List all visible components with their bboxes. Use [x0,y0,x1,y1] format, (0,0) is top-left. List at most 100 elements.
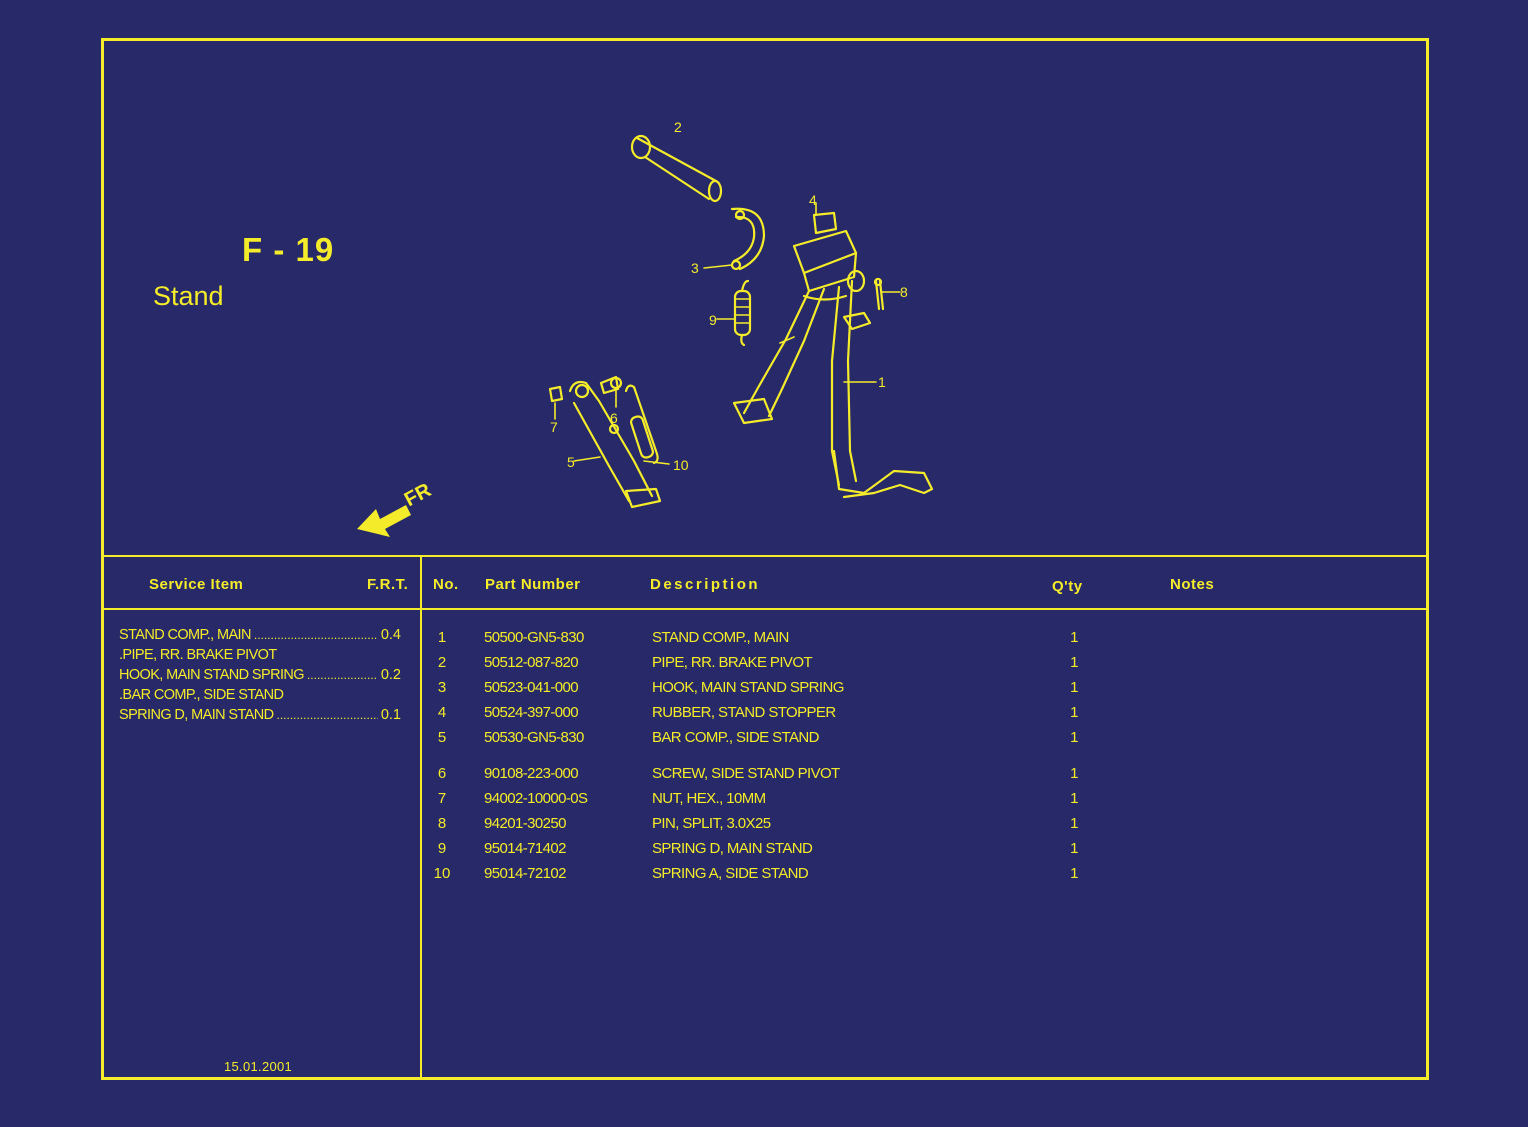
part-no: 8 [437,815,447,832]
section-title: Stand [153,281,224,311]
header-notes: Notes [1170,576,1215,593]
service-item-label: STAND COMP., MAIN [119,627,251,643]
part-no: 10 [433,865,451,882]
part-number: 50524-397-000 [484,704,579,721]
header-service-item: Service Item [149,576,244,593]
service-item-label: .BAR COMP., SIDE STAND [119,687,284,703]
rubber-stopper-part [812,202,838,235]
part-no: 7 [437,790,447,807]
part-no: 6 [437,765,447,782]
part-no: 3 [437,679,447,696]
parts-row: 10 95014-72102 SPRING A, SIDE STAND 1 [424,865,1424,887]
main-stand-part [732,229,934,499]
part-qty: 1 [1070,729,1078,746]
part-qty: 1 [1070,815,1078,832]
callout-4: 4 [809,192,817,208]
divider-vertical [420,555,422,1077]
header-frt: F.R.T. [367,576,409,593]
part-qty: 1 [1070,629,1078,646]
callout-7: 7 [550,419,558,435]
part-qty: 1 [1070,865,1078,882]
service-item-row: HOOK, MAIN STAND SPRING 0.2 [119,667,401,683]
pipe-brake-pivot-part [630,134,723,203]
front-direction-arrow [357,505,411,537]
hook-spring-part [703,207,766,271]
leader-dots [254,627,378,643]
stand-exploded-view: FR 1 2 3 4 5 6 7 8 9 10 [357,119,934,537]
pivot-screw-part [599,375,623,408]
callout-10: 10 [673,457,689,473]
part-number: 95014-71402 [484,840,566,857]
callout-6: 6 [610,410,618,426]
parts-sheet: FR 1 2 3 4 5 6 7 8 9 10 F - 19 Stand Ser… [101,38,1429,1080]
part-no: 9 [437,840,447,857]
part-description: PIN, SPLIT, 3.0X25 [652,815,771,832]
part-qty: 1 [1070,840,1078,857]
parts-row: 3 50523-041-000 HOOK, MAIN STAND SPRING … [424,679,1424,701]
callout-5: 5 [567,454,575,470]
exploded-diagram: FR 1 2 3 4 5 6 7 8 9 10 [104,41,1426,555]
callout-2: 2 [674,119,682,135]
service-item-row: SPRING D, MAIN STAND 0.1 [119,707,401,723]
leader-dots [307,667,378,683]
part-qty: 1 [1070,704,1078,721]
part-qty: 1 [1070,765,1078,782]
part-number: 94201-30250 [484,815,566,832]
part-number: 50530-GN5-830 [484,729,584,746]
parts-row: 4 50524-397-000 RUBBER, STAND STOPPER 1 [424,704,1424,726]
spring-a-part [624,384,670,465]
part-description: SPRING D, MAIN STAND [652,840,813,857]
service-item-row: .PIPE, RR. BRAKE PIVOT [119,647,401,663]
callout-3: 3 [691,260,699,276]
part-number: 50500-GN5-830 [484,629,584,646]
part-qty: 1 [1070,790,1078,807]
header-no: No. [433,576,459,593]
parts-row: 9 95014-71402 SPRING D, MAIN STAND 1 [424,840,1424,862]
divider-header [104,608,1426,610]
part-number: 90108-223-000 [484,765,579,782]
part-number: 50512-087-820 [484,654,579,671]
part-number: 94002-10000-0S [484,790,588,807]
hex-nut-part [548,385,564,420]
part-no: 4 [437,704,447,721]
header-description: Description [650,576,761,593]
parts-row: 6 90108-223-000 SCREW, SIDE STAND PIVOT … [424,765,1424,787]
service-item-row: STAND COMP., MAIN 0.4 [119,627,401,643]
callout-8: 8 [900,284,908,300]
header-part-number: Part Number [485,576,581,593]
parts-row: 7 94002-10000-0S NUT, HEX., 10MM 1 [424,790,1424,812]
part-description: RUBBER, STAND STOPPER [652,704,836,721]
parts-row: 2 50512-087-820 PIPE, RR. BRAKE PIVOT 1 [424,654,1424,676]
divider-top [104,555,1426,557]
service-item-label: .PIPE, RR. BRAKE PIVOT [119,647,277,663]
part-number: 95014-72102 [484,865,566,882]
part-description: NUT, HEX., 10MM [652,790,766,807]
part-qty: 1 [1070,679,1078,696]
service-item-frt: 0.4 [380,627,401,643]
parts-row: 8 94201-30250 PIN, SPLIT, 3.0X25 1 [424,815,1424,837]
leader-dots [277,707,378,723]
parts-row: 5 50530-GN5-830 BAR COMP., SIDE STAND 1 [424,729,1424,751]
part-number: 50523-041-000 [484,679,579,696]
header-qty: Q'ty [1052,578,1083,595]
part-qty: 1 [1070,654,1078,671]
callout-9: 9 [709,312,717,328]
part-no: 2 [437,654,447,671]
part-description: SPRING A, SIDE STAND [652,865,809,882]
callout-1: 1 [878,374,886,390]
parts-row: 1 50500-GN5-830 STAND COMP., MAIN 1 [424,629,1424,651]
section-code: F - 19 [242,231,335,268]
service-item-label: SPRING D, MAIN STAND [119,707,274,723]
part-description: STAND COMP., MAIN [652,629,789,646]
split-pin-part [873,277,901,311]
service-item-label: HOOK, MAIN STAND SPRING [119,667,305,683]
part-description: HOOK, MAIN STAND SPRING [652,679,844,696]
service-item-frt: 0.2 [380,667,401,683]
part-description: BAR COMP., SIDE STAND [652,729,819,746]
part-description: SCREW, SIDE STAND PIVOT [652,765,840,782]
part-no: 5 [437,729,447,746]
spring-d-part [716,279,752,347]
revision-date: 15.01.2001 [224,1059,293,1074]
service-item-row: .BAR COMP., SIDE STAND [119,687,401,703]
part-description: PIPE, RR. BRAKE PIVOT [652,654,813,671]
